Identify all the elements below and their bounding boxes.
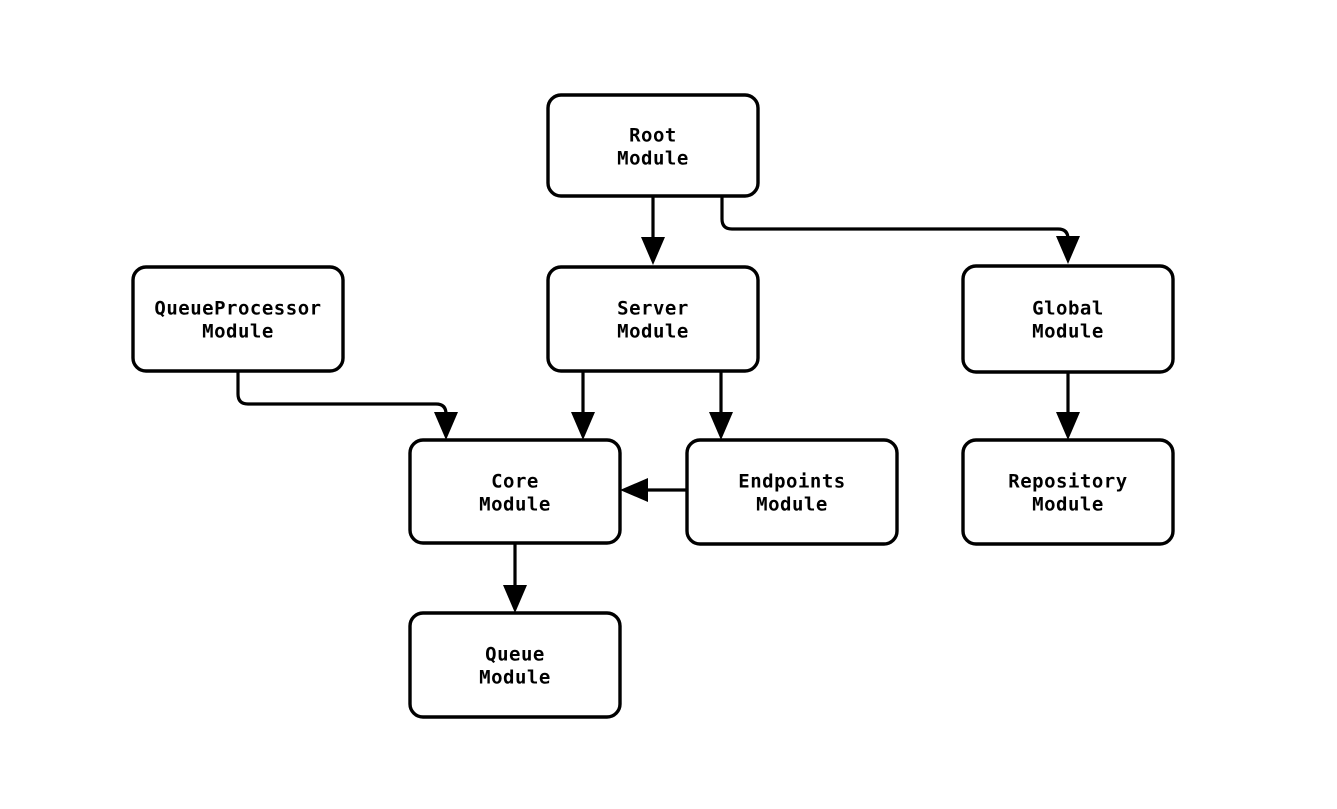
node-global-label-line1: Global (1032, 298, 1104, 320)
edge-global-repository-arrowhead (1056, 412, 1080, 440)
edge-server-endpoints (709, 371, 733, 440)
node-server-label-line1: Server (617, 298, 689, 320)
edge-root-server-arrowhead (641, 237, 665, 265)
node-global[interactable]: Global Module (961, 264, 1175, 374)
node-queue[interactable]: Queue Module (408, 611, 622, 719)
node-queue-label-line2: Module (479, 667, 551, 689)
node-endpoints-label-line2: Module (756, 494, 828, 516)
node-queueprocessor-label-line2: Module (202, 321, 274, 343)
edge-global-repository (1056, 372, 1080, 440)
edge-queueprocessor-core-line (236, 371, 448, 416)
node-core-box[interactable] (408, 438, 622, 545)
node-global-box[interactable] (961, 264, 1175, 374)
node-queueprocessor-label-line1: QueueProcessor (154, 298, 321, 320)
edge-root-global (720, 196, 1080, 264)
node-queue-label-line1: Queue (485, 644, 545, 666)
node-endpoints[interactable]: Endpoints Module (685, 438, 899, 546)
node-root-box[interactable] (546, 93, 760, 198)
node-queue-box[interactable] (408, 611, 622, 719)
node-queueprocessor-box[interactable] (131, 265, 345, 373)
node-endpoints-box[interactable] (685, 438, 899, 546)
edge-endpoints-core-arrowhead (620, 478, 648, 502)
node-core-label-line1: Core (491, 471, 539, 493)
node-server[interactable]: Server Module (546, 265, 760, 373)
edge-queueprocessor-core-arrowhead (434, 412, 458, 440)
node-root-label-line2: Module (617, 148, 689, 170)
node-core[interactable]: Core Module (408, 438, 622, 545)
node-repository[interactable]: Repository Module (961, 438, 1175, 546)
edge-root-global-arrowhead (1056, 236, 1080, 264)
edge-server-core (571, 371, 595, 440)
node-server-label-line2: Module (617, 321, 689, 343)
node-global-label-line2: Module (1032, 321, 1104, 343)
node-endpoints-label-line1: Endpoints (738, 471, 845, 493)
node-repository-label-line2: Module (1032, 494, 1104, 516)
edge-core-queue-arrowhead (503, 585, 527, 613)
edge-layer (236, 196, 1080, 613)
node-repository-label-line1: Repository (1008, 471, 1127, 493)
edge-root-global-line (720, 196, 1070, 241)
edge-queueprocessor-core (236, 371, 458, 440)
node-layer: Root Module QueueProcessor Module Server… (131, 93, 1175, 719)
edge-endpoints-core (620, 478, 687, 502)
node-repository-box[interactable] (961, 438, 1175, 546)
node-core-label-line2: Module (479, 494, 551, 516)
edge-root-server (641, 196, 665, 265)
edge-core-queue (503, 543, 527, 613)
node-root[interactable]: Root Module (546, 93, 760, 198)
node-server-box[interactable] (546, 265, 760, 373)
edge-server-core-arrowhead (571, 412, 595, 440)
node-queueprocessor[interactable]: QueueProcessor Module (131, 265, 345, 373)
edge-server-endpoints-arrowhead (709, 412, 733, 440)
node-root-label-line1: Root (629, 125, 677, 147)
